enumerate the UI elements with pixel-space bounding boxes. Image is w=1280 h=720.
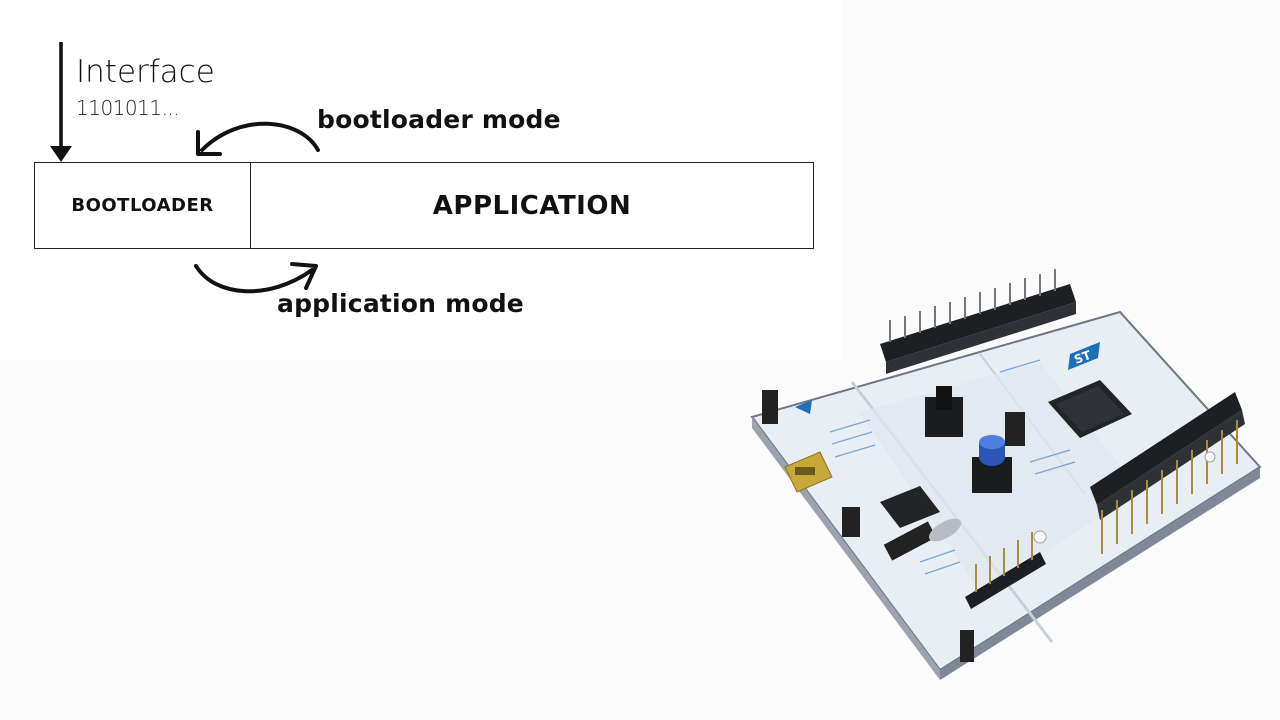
crystal xyxy=(928,518,962,542)
application-segment: APPLICATION xyxy=(432,190,632,221)
bootloader-mode-arrow xyxy=(196,121,320,156)
mcu-chip xyxy=(1048,380,1132,438)
jumper-pins xyxy=(762,390,1025,662)
header-top xyxy=(880,269,1076,374)
bootloader-mode-label: bootloader mode xyxy=(317,105,561,134)
st-logo-icon: ST xyxy=(1068,342,1100,370)
application-mode-label: application mode xyxy=(277,289,524,318)
reset-button xyxy=(925,386,963,437)
user-button xyxy=(972,435,1012,493)
header-bottom xyxy=(965,532,1046,609)
svg-text:ST: ST xyxy=(1072,348,1093,367)
stlink-chip xyxy=(880,486,940,528)
nucleo-board-image: ST xyxy=(750,269,1262,680)
usb-connector xyxy=(784,451,833,493)
arrows-layer xyxy=(50,42,320,294)
application-mode-arrow xyxy=(194,262,318,294)
interface-title: Interface xyxy=(76,54,215,90)
interface-down-arrow xyxy=(50,42,72,162)
memory-map-bar: BOOTLOADER APPLICATION xyxy=(34,162,814,249)
header-right xyxy=(1090,392,1245,554)
interface-data-bits: 1101011... xyxy=(76,96,180,120)
bootloader-segment: BOOTLOADER xyxy=(35,163,251,248)
